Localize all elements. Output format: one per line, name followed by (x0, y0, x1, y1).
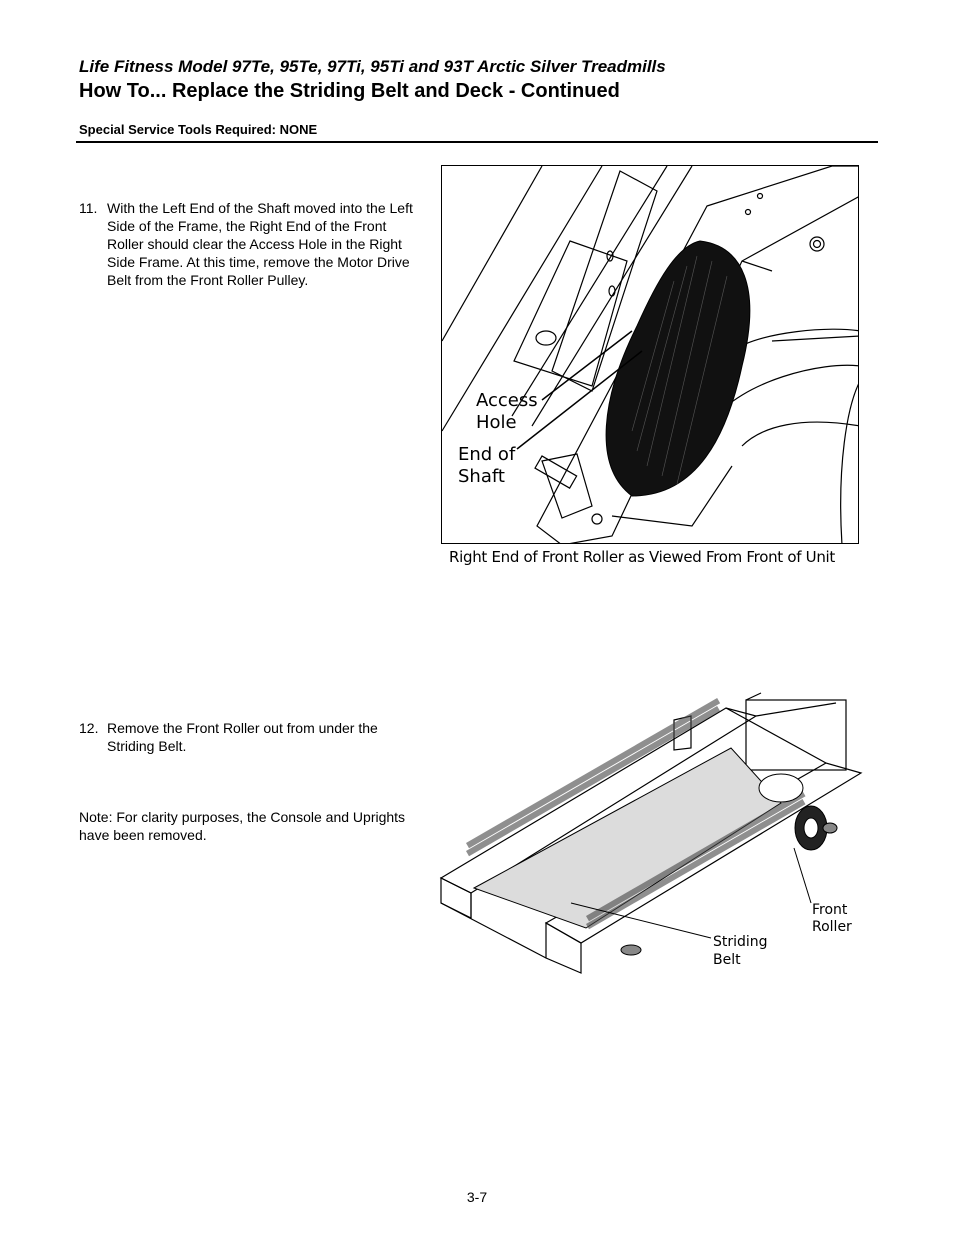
access-hole-label-2: Hole (476, 412, 517, 433)
front-roller-label-2: Roller (812, 919, 852, 935)
end-of-shaft-label-2: Shaft (458, 466, 505, 487)
header-divider (76, 141, 878, 143)
access-hole-label: Access (476, 390, 538, 411)
clarity-note: Note: For clarity purposes, the Console … (79, 809, 406, 843)
step-text: With the Left End of the Shaft moved int… (107, 200, 413, 288)
step-number: 11. (79, 200, 98, 216)
figure-1-caption: Right End of Front Roller as Viewed From… (449, 548, 835, 566)
end-of-shaft-label: End of (458, 444, 516, 465)
document-subtitle: Life Fitness Model 97Te, 95Te, 97Ti, 95T… (79, 57, 666, 76)
striding-belt-label: Striding (713, 934, 768, 950)
front-roller-label: Front (812, 902, 848, 918)
step-11: 11. With the Left End of the Shaft moved… (79, 199, 419, 289)
step-12: 12. Remove the Front Roller out from und… (79, 719, 419, 755)
roller-closeup-drawing: Access Hole End of Shaft (442, 166, 858, 543)
roller-closeup-figure: Access Hole End of Shaft (441, 165, 859, 544)
special-tools-line: Special Service Tools Required: NONE (79, 122, 318, 137)
page-title: How To... Replace the Striding Belt and … (79, 80, 620, 102)
page-number: 3-7 (466, 1189, 488, 1205)
treadmill-drawing: Front Roller Striding Belt (439, 692, 863, 974)
step-text: Remove the Front Roller out from under t… (107, 720, 378, 754)
step-number: 12. (79, 720, 99, 736)
striding-belt-label-2: Belt (713, 952, 741, 968)
treadmill-figure: Front Roller Striding Belt (436, 688, 876, 988)
